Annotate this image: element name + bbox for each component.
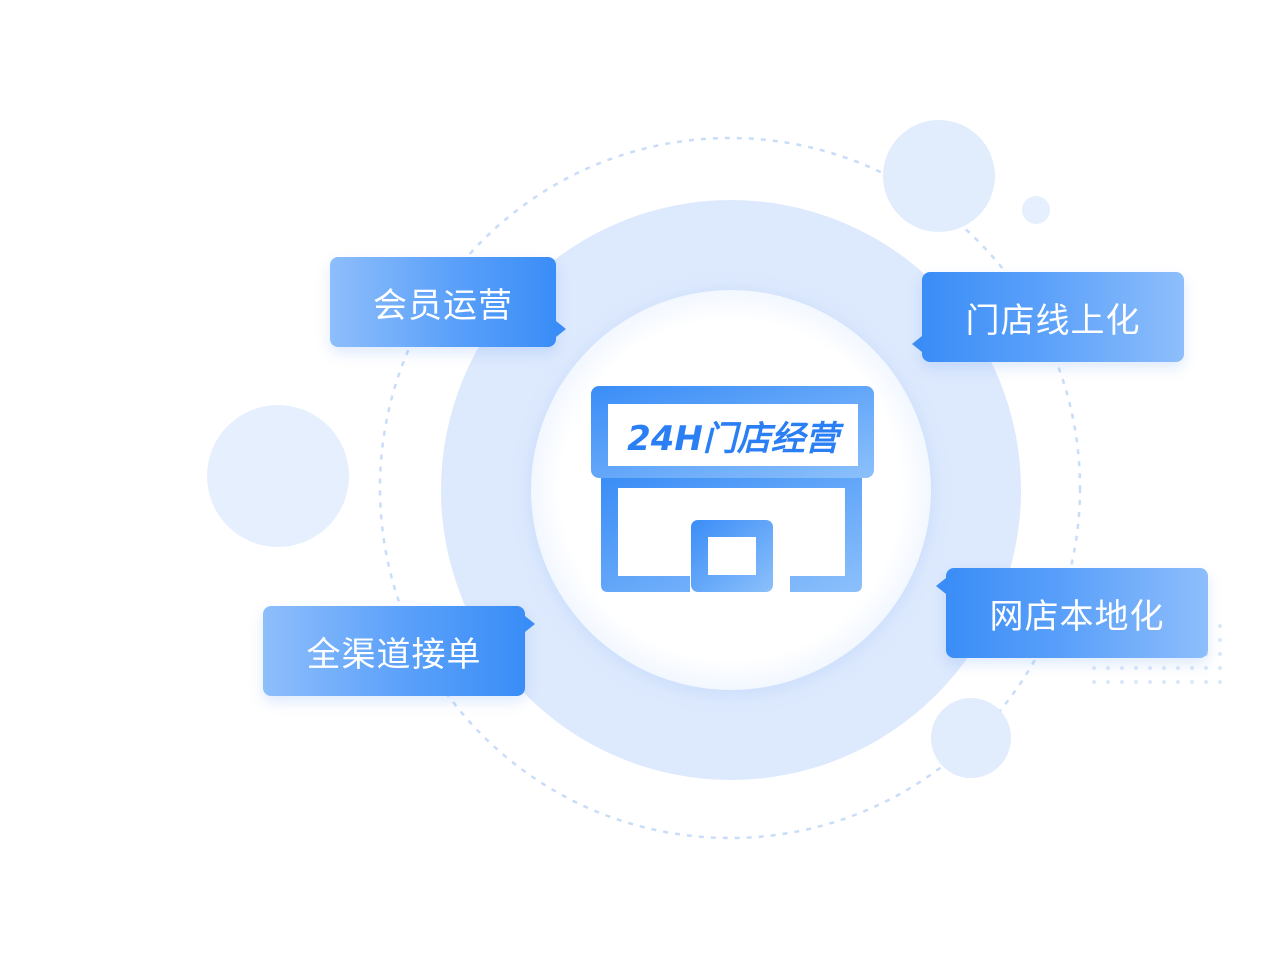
bubble-tail	[936, 578, 946, 594]
feature-label: 门店线上化	[965, 300, 1141, 341]
decor-circle-bottom-right	[931, 698, 1011, 778]
store-sign-title: 24H门店经营	[627, 418, 839, 459]
store-icon	[591, 386, 874, 592]
feature-label: 全渠道接单	[306, 634, 482, 675]
feature-label: 网店本地化	[989, 596, 1165, 637]
feature-omnichannel-orders: 全渠道接单	[263, 606, 535, 696]
feature-member-operation: 会员运营	[330, 257, 566, 347]
decor-dot-small	[1022, 196, 1050, 224]
bubble-tail	[525, 616, 535, 632]
decor-circle-top-right	[883, 120, 995, 232]
outer-dashed-orbit	[378, 136, 1082, 840]
decor-circle-left	[207, 405, 349, 547]
feature-label: 会员运营	[373, 285, 513, 326]
bubble-tail	[912, 336, 922, 352]
feature-online-store-localization: 网店本地化	[936, 568, 1208, 658]
inner-disc	[531, 290, 931, 690]
bubble-tail	[556, 321, 566, 337]
feature-store-online: 门店线上化	[912, 272, 1184, 362]
